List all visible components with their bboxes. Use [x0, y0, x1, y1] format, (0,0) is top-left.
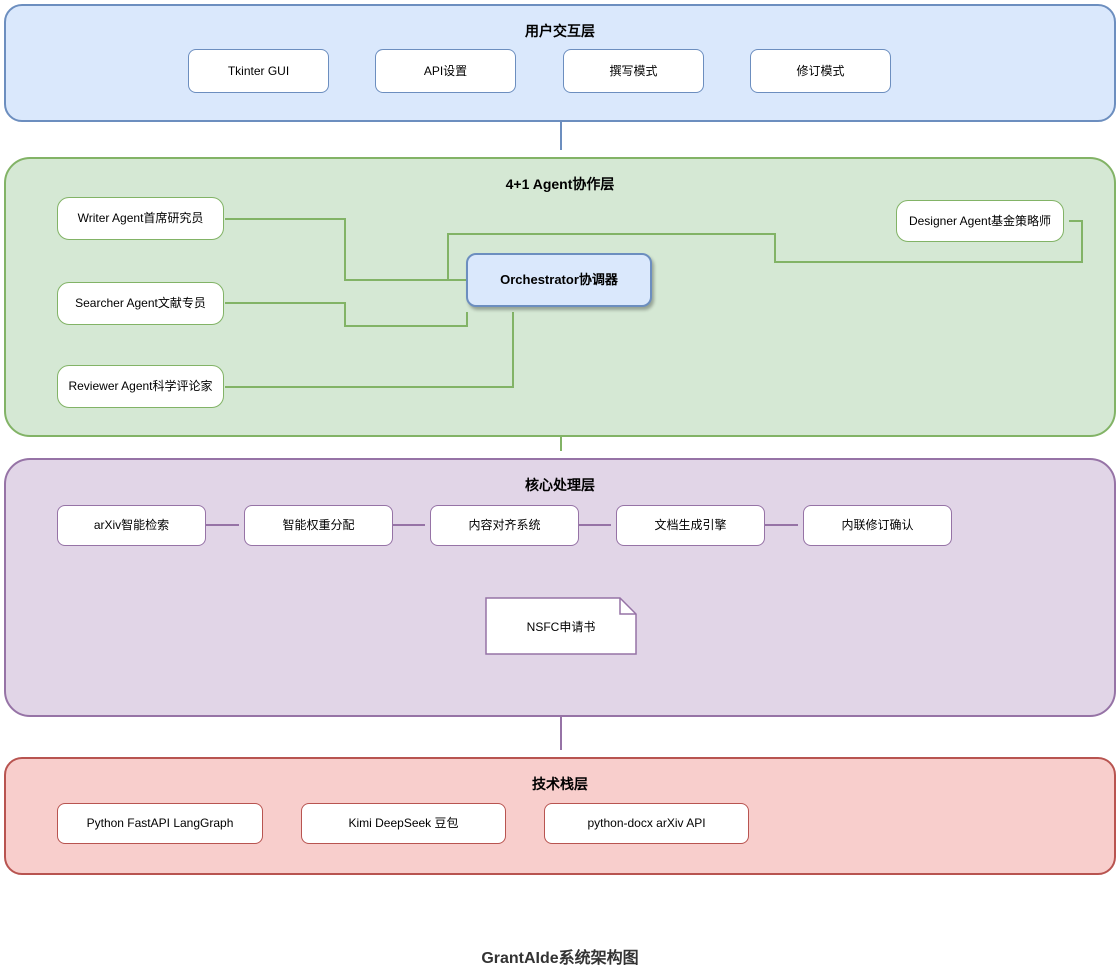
node-searcher-agent: Searcher Agent文献专员 — [57, 282, 224, 325]
node-tkinter-gui: Tkinter GUI — [188, 49, 329, 93]
layer-user-title: 用户交互层 — [525, 23, 595, 39]
nsfc-document-label: NSFC申请书 — [526, 619, 596, 634]
node-write-mode: 撰写模式 — [563, 49, 704, 93]
node-inline-confirm: 内联修订确认 — [803, 505, 952, 546]
document-fold-shape — [485, 597, 637, 655]
node-arxiv-search: arXiv智能检索 — [57, 505, 206, 546]
node-orchestrator: Orchestrator协调器 — [466, 253, 652, 307]
node-content-align: 内容对齐系统 — [430, 505, 579, 546]
layer-agent-title: 4+1 Agent协作层 — [505, 176, 615, 192]
layer-tech-title: 技术栈层 — [532, 776, 588, 792]
node-stack-python: Python FastAPI LangGraph — [57, 803, 263, 844]
layer-core-processing: 核心处理层 — [4, 458, 1116, 717]
node-api-settings: API设置 — [375, 49, 516, 93]
node-nsfc-document: NSFC申请书 — [485, 597, 637, 655]
layer-user-interaction: 用户交互层 — [4, 4, 1116, 122]
node-reviewer-agent: Reviewer Agent科学评论家 — [57, 365, 224, 408]
node-designer-agent: Designer Agent基金策略师 — [896, 200, 1064, 242]
node-stack-llm: Kimi DeepSeek 豆包 — [301, 803, 506, 844]
node-stack-docx: python-docx arXiv API — [544, 803, 749, 844]
layer-core-title: 核心处理层 — [525, 477, 595, 493]
node-doc-engine: 文档生成引擎 — [616, 505, 765, 546]
diagram-title: GrantAIde系统架构图 — [481, 950, 639, 967]
node-writer-agent: Writer Agent首席研究员 — [57, 197, 224, 240]
node-revise-mode: 修订模式 — [750, 49, 891, 93]
node-weight-alloc: 智能权重分配 — [244, 505, 393, 546]
